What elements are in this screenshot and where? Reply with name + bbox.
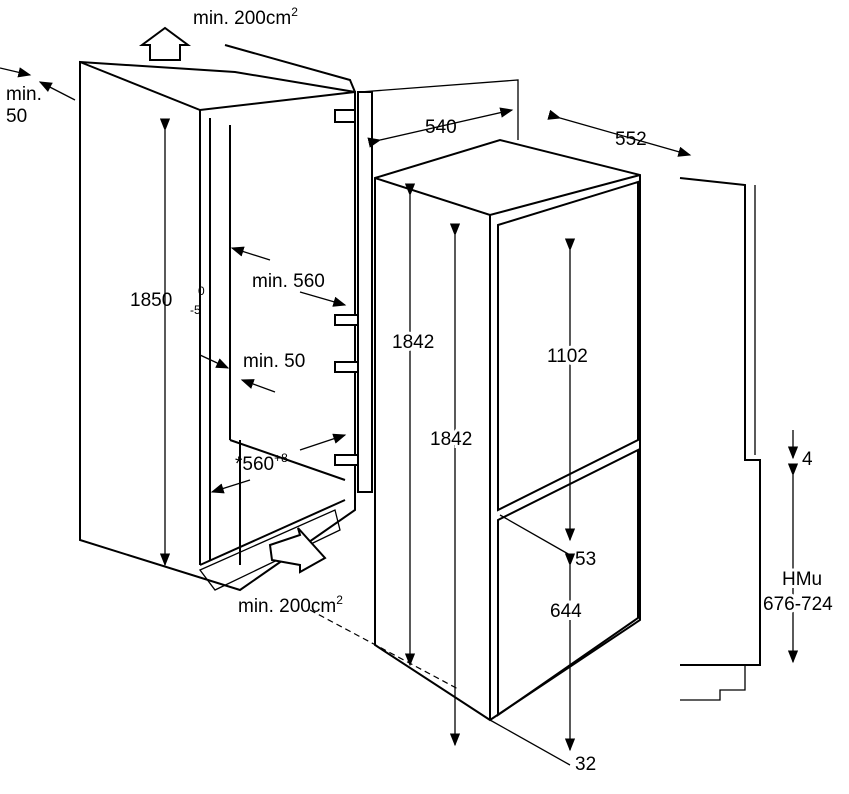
hmu-range-label: 676-724: [763, 594, 833, 615]
vent-bottom-arrow-icon: [268, 527, 327, 574]
lower-door-label: 644: [550, 601, 582, 622]
fridge: [359, 79, 641, 722]
cabinet-niche: [79, 44, 461, 691]
height-front-label: 1842: [430, 429, 472, 450]
min-depth-label: min. 560: [252, 271, 325, 292]
hmu-gap-label: 4: [802, 449, 813, 470]
foot-label: 32: [575, 754, 596, 775]
hinges: [334, 91, 373, 493]
niche-height-tol-lower: -5: [190, 303, 201, 317]
niche-width-label: *560+8: [235, 451, 288, 475]
height-side-label: 1842: [392, 332, 434, 353]
min-gap-label: min. 50: [243, 351, 305, 372]
width-label: 540: [425, 117, 457, 138]
depth-label: 552: [615, 129, 647, 150]
gap-top-label: min.: [6, 84, 42, 105]
vent-top-arrow-icon: [138, 26, 192, 61]
door-gap-label: 53: [575, 549, 596, 570]
upper-door-label: 1102: [547, 346, 588, 367]
niche-height-label: 1850: [130, 290, 172, 311]
hmu-label: HMu: [782, 569, 822, 590]
vent-top-label: min. 200cm2: [193, 5, 298, 29]
side-section: [679, 177, 761, 701]
gap-top-value: 50: [6, 106, 27, 127]
niche-height-tol-upper: 0: [198, 284, 205, 298]
vent-bottom-label: min. 200cm2: [238, 593, 343, 617]
